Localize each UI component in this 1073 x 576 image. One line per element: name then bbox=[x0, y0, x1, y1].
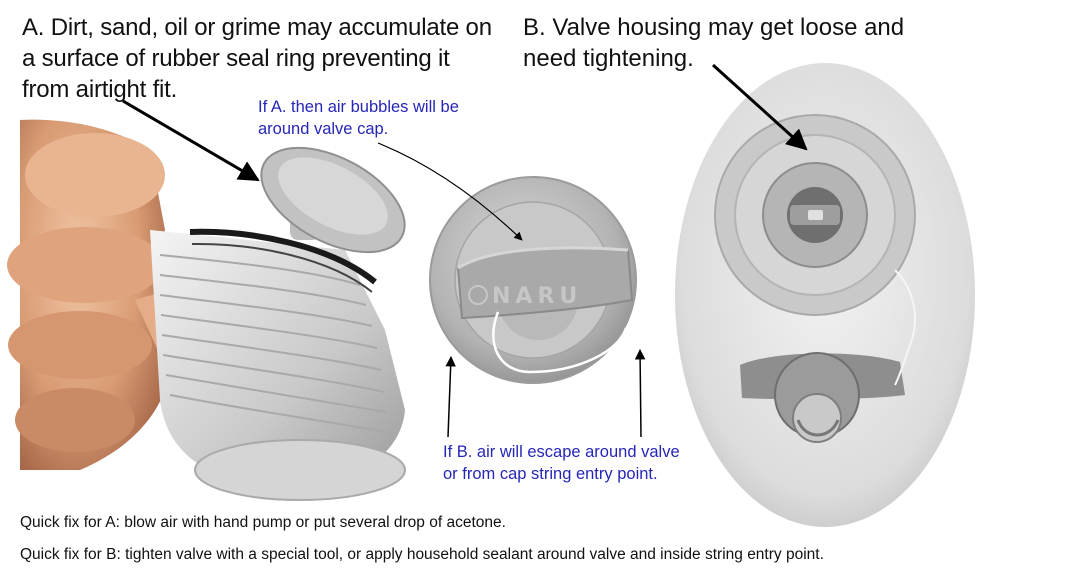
arrow-valve-rim bbox=[445, 355, 456, 438]
hand-with-valve-photo bbox=[7, 119, 406, 501]
note-a: If A. then air bubbles will be around va… bbox=[258, 98, 459, 138]
caption-a: A. Dirt, sand, oil or grime may accumula… bbox=[22, 14, 492, 103]
caption-b: B. Valve housing may get loose and need … bbox=[523, 14, 905, 72]
arrow-seal-ring bbox=[122, 99, 260, 182]
quick-fix-a: Quick fix for A: blow air with hand pump… bbox=[20, 514, 506, 531]
installed-valve-photo bbox=[675, 63, 975, 527]
annotation-arrows bbox=[122, 63, 808, 438]
valve-cap-photo: NARU bbox=[429, 176, 637, 384]
naru-logo-text: NARU bbox=[492, 284, 582, 309]
arrow-valve-housing bbox=[711, 63, 808, 151]
arrow-valve-cap bbox=[377, 142, 523, 241]
arrow-string-entry bbox=[634, 348, 646, 438]
quick-fix-b: Quick fix for B: tighten valve with a sp… bbox=[20, 546, 824, 563]
note-b: If B. air will escape around valve or fr… bbox=[443, 443, 680, 483]
logo-mark-icon bbox=[468, 285, 488, 305]
